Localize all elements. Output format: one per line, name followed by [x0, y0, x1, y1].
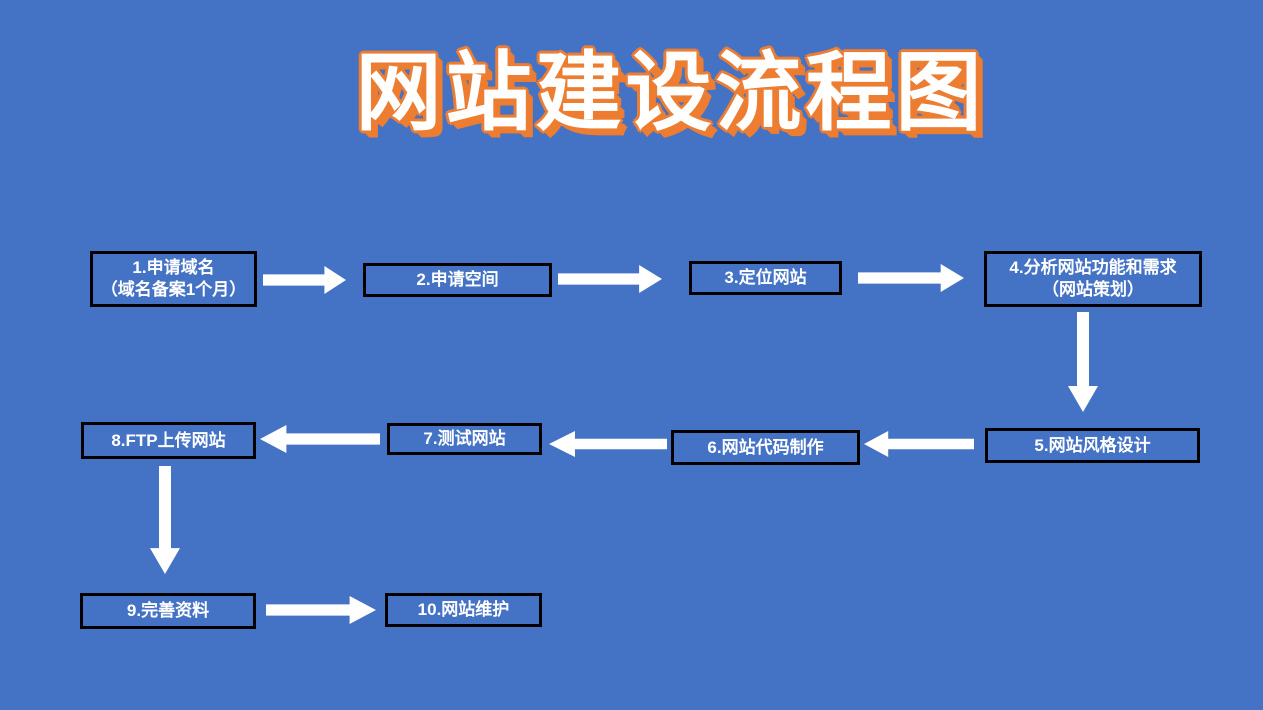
node-label: 4.分析网站功能和需求 — [1009, 258, 1177, 277]
node-label: 5.网站风格设计 — [1034, 435, 1151, 455]
flow-node-2-apply-space: 2.申请空间 — [363, 263, 552, 297]
arrow-left-5-to-6-icon — [864, 431, 974, 457]
page-title: 网站建设流程图 — [355, 45, 986, 141]
node-label: 3.定位网站 — [724, 268, 807, 287]
flow-node-5-style-design: 5.网站风格设计 — [985, 428, 1200, 463]
node-label: 7.测试网站 — [423, 429, 506, 448]
flow-node-1-apply-domain: 1.申请域名 （域名备案1个月） — [90, 251, 257, 307]
flow-node-6-code-production: 6.网站代码制作 — [671, 430, 860, 465]
node-label: 10.网站维护 — [417, 600, 510, 619]
node-label: 8.FTP上传网站 — [111, 430, 226, 450]
arrow-down-8-to-9-icon — [150, 466, 180, 574]
flow-node-3-position-site: 3.定位网站 — [689, 261, 842, 295]
node-label: 9.完善资料 — [126, 601, 210, 620]
arrow-right-3-to-4-icon — [858, 264, 964, 292]
flow-node-7-test-site: 7.测试网站 — [387, 423, 542, 455]
node-sublabel: （网站策划） — [1042, 280, 1144, 299]
arrow-down-4-to-5-icon — [1068, 312, 1098, 412]
flow-node-10-site-maintenance: 10.网站维护 — [385, 593, 542, 627]
flow-node-4-analyze-requirements: 4.分析网站功能和需求 （网站策划） — [984, 251, 1202, 307]
arrow-right-9-to-10-icon — [266, 596, 376, 624]
arrow-left-7-to-8-icon — [260, 425, 380, 453]
node-label: 6.网站代码制作 — [707, 437, 824, 457]
arrow-right-2-to-3-icon — [558, 265, 662, 293]
node-label: 2.申请空间 — [416, 270, 499, 289]
flow-node-9-complete-info: 9.完善资料 — [80, 593, 256, 629]
arrow-right-1-to-2-icon — [263, 266, 346, 294]
flow-node-8-ftp-upload: 8.FTP上传网站 — [81, 422, 256, 459]
node-sublabel: （域名备案1个月） — [100, 280, 247, 299]
node-label: 1.申请域名 — [132, 258, 215, 277]
title-container: 网站建设流程图 — [0, 46, 1263, 141]
arrow-left-6-to-7-icon — [549, 431, 667, 457]
